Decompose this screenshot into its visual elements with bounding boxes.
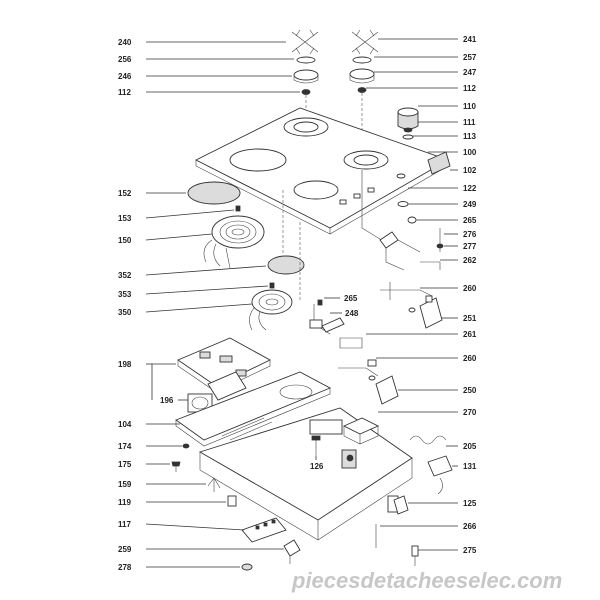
label-350: 350 — [118, 308, 132, 317]
base-housing — [198, 407, 413, 541]
label-205: 205 — [463, 442, 477, 451]
label-102: 102 — [463, 166, 477, 175]
thermocouple-assembly — [309, 299, 345, 335]
leader-lines — [145, 38, 458, 568]
label-152: 152 — [118, 189, 132, 198]
label-125: 125 — [463, 499, 477, 508]
label-277: 277 — [463, 242, 477, 251]
label-260: 260 — [463, 284, 477, 293]
hob-top-plate — [194, 107, 451, 235]
label-119: 119 — [118, 498, 131, 507]
pan-support-right — [351, 29, 379, 55]
touch-pcb-117 — [241, 517, 287, 543]
screw-175 — [171, 461, 181, 472]
connector-259 — [283, 539, 301, 564]
site-watermark: piecesdetacheeselec.com — [291, 568, 562, 593]
label-122: 122 — [463, 184, 477, 193]
label-110: 110 — [463, 102, 476, 111]
bush-119 — [227, 495, 237, 507]
label-174: 174 — [118, 442, 132, 451]
label-260-lower: 260 — [463, 354, 477, 363]
label-111: 111 — [463, 118, 476, 127]
label-270: 270 — [463, 408, 477, 417]
injector-275 — [411, 545, 419, 566]
label-256: 256 — [118, 55, 132, 64]
label-126: 126 — [310, 462, 324, 471]
label-262: 262 — [463, 256, 477, 265]
label-352: 352 — [118, 271, 132, 280]
label-117: 117 — [118, 520, 131, 529]
label-257: 257 — [463, 53, 477, 62]
label-241: 241 — [463, 35, 477, 44]
label-196: 196 — [160, 396, 174, 405]
label-159: 159 — [118, 480, 132, 489]
washer-174 — [182, 443, 190, 449]
lower-chassis — [175, 371, 332, 447]
bracket-125 — [393, 495, 409, 515]
label-113: 113 — [463, 132, 476, 141]
label-265-mid: 265 — [344, 294, 358, 303]
label-276: 276 — [463, 230, 477, 239]
pan-support-left — [291, 29, 319, 55]
label-240: 240 — [118, 38, 132, 47]
label-150: 150 — [118, 236, 132, 245]
label-246: 246 — [118, 72, 132, 81]
label-100: 100 — [463, 148, 477, 157]
burner-cap-small — [293, 56, 319, 95]
terminal-block — [427, 455, 453, 495]
label-112: 112 — [118, 88, 131, 97]
connection-box — [342, 417, 380, 445]
label-266: 266 — [463, 522, 477, 531]
radiant-element-small — [249, 282, 293, 331]
label-265: 265 — [463, 216, 477, 225]
label-153: 153 — [118, 214, 132, 223]
clip-159 — [207, 477, 221, 492]
control-knob — [397, 107, 419, 140]
seal-ring — [397, 201, 409, 207]
label-275: 275 — [463, 546, 477, 555]
valve-bracket — [338, 337, 399, 405]
foot-278 — [241, 563, 253, 571]
burner-cap-large — [349, 56, 375, 93]
label-247: 247 — [463, 68, 477, 77]
control-board — [177, 337, 271, 401]
radiant-element-large — [203, 205, 265, 269]
label-249: 249 — [463, 200, 477, 209]
spring-clip — [409, 435, 447, 445]
label-131: 131 — [463, 462, 477, 471]
radiant-plate-small — [267, 255, 305, 275]
label-175: 175 — [118, 460, 132, 469]
label-261: 261 — [463, 330, 477, 339]
radiant-plate-large — [187, 181, 241, 205]
label-104: 104 — [118, 420, 132, 429]
label-198: 198 — [118, 360, 132, 369]
label-250: 250 — [463, 386, 477, 395]
label-112-right: 112 — [463, 84, 476, 93]
label-353: 353 — [118, 290, 132, 299]
label-278: 278 — [118, 563, 132, 572]
part-labels: 240 256 246 112 152 153 150 352 353 350 … — [118, 35, 477, 572]
label-251: 251 — [463, 314, 477, 323]
gas-pipe-assembly — [361, 170, 444, 329]
label-248: 248 — [345, 309, 359, 318]
label-259: 259 — [118, 545, 132, 554]
